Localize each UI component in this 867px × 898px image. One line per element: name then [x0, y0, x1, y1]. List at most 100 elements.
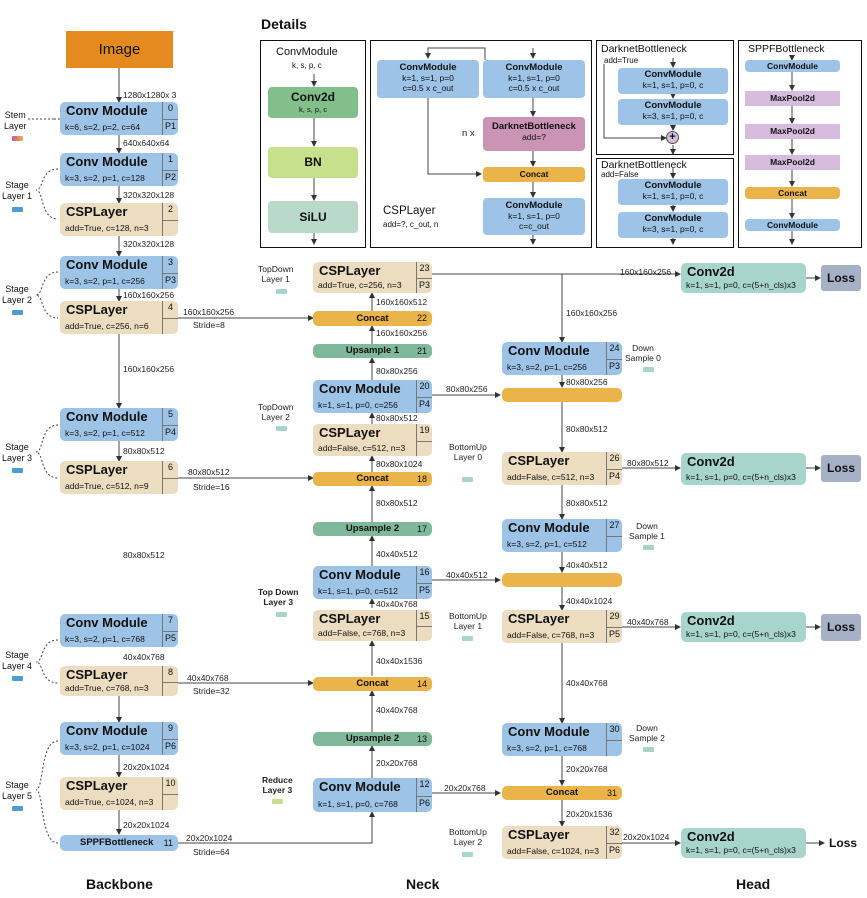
stage5-label: Stage Layer 5 [2, 780, 33, 801]
sppf-maxpool-1: MaxPool2d [745, 91, 840, 106]
csp-detail-name: CSPLayer [383, 205, 436, 217]
dim-n22-n23: 160x160x512 [376, 297, 428, 307]
dim-b7-b8: 40x40x768 [123, 652, 165, 662]
stem-chip-icon [12, 136, 23, 141]
sppf-maxpool-3: MaxPool2d [745, 155, 840, 170]
conv2d-block: Conv2d k, s, p, c [268, 87, 358, 118]
convmodule-detail-title: ConvModule [276, 46, 338, 58]
downsample1-chip-icon [643, 545, 654, 550]
darknet-true-panel [596, 40, 734, 155]
dim-n12-n13: 20x20x768 [376, 758, 418, 768]
csp-detail-name-params: add=?, c_out, n [383, 220, 439, 229]
dim-b4-out: 160x160x256 [183, 307, 235, 317]
topdown1-chip-icon [276, 289, 287, 294]
topdown2-chip-icon [276, 426, 287, 431]
bottomup2-label: BottomUp Layer 2 [449, 827, 487, 847]
dim-n16-n28: 40x40x512 [446, 570, 488, 580]
reduce3-chip-icon [272, 799, 283, 804]
dim-n20-n21: 80x80x256 [376, 366, 418, 376]
neck-title: Neck [406, 876, 440, 892]
darknet-true-add: add=True [604, 56, 639, 65]
dim-b2-b3: 320x320x128 [123, 239, 175, 249]
topdown3-chip-icon [276, 612, 287, 617]
topdown3-label: Top Down Layer 3 [258, 587, 299, 607]
dim-b8-out: 40x40x768 [187, 673, 229, 683]
dim-b5-b6: 80x80x512 [123, 446, 165, 456]
dim-b6-b7: 80x80x512 [123, 550, 165, 560]
bn-block: BN [268, 147, 358, 178]
dim-b9-b10: 20x20x1024 [123, 762, 170, 772]
topdown1-label: TopDown Layer 1 [258, 264, 294, 284]
dim-n29-head: 40x40x768 [627, 617, 669, 627]
stage1-label: Stage Layer 1 [2, 180, 33, 201]
darknet-true-title: DarknetBottleneck [601, 43, 687, 55]
sppf-maxpool-2: MaxPool2d [745, 124, 840, 139]
csplayer-detail-panel [370, 40, 592, 248]
dim-n16-n17: 40x40x512 [376, 549, 418, 559]
stage2-chip-icon [12, 310, 23, 315]
dim-n20-n25: 80x80x256 [446, 384, 488, 394]
dim-n26-n27: 80x80x512 [566, 498, 608, 508]
csp-detail-concat: Concat [483, 167, 585, 182]
dim-n27-n28: 40x40x512 [566, 560, 608, 570]
dim-n17-n18: 80x80x512 [376, 498, 418, 508]
downsample0-label: Down Sample 0 [625, 343, 661, 363]
sppf-concat: Concat [745, 187, 840, 199]
reduce3-label: Reduce Layer 3 [262, 775, 293, 795]
bottomup1-chip-icon [462, 636, 473, 641]
dim-b10-b11: 20x20x1024 [123, 820, 170, 830]
stage4-chip-icon [12, 676, 23, 681]
dim-n32-head: 20x20x1024 [623, 832, 670, 842]
details-title: Details [261, 16, 307, 32]
dim-b4-b5: 160x160x256 [123, 364, 175, 374]
sppf-convmodule-out: ConvModule [745, 219, 840, 231]
bottomup1-label: BottomUp Layer 1 [449, 611, 487, 631]
dim-image: 1280x1280x 3 [123, 90, 177, 100]
loss-4: Loss [828, 836, 857, 850]
neck-concat-28 [502, 573, 622, 587]
dim-n29-n30: 40x40x768 [566, 678, 608, 688]
loss-3: Loss [821, 614, 861, 641]
stem-layer-label: Stem Layer [4, 110, 27, 131]
dim-n23-n24: 160x160x256 [566, 308, 618, 318]
dim-n28-n29: 40x40x1024 [566, 596, 613, 606]
dim-b1-b2: 320x320x128 [123, 190, 175, 200]
head-title: Head [736, 876, 771, 892]
dim-n13-n14: 40x40x768 [376, 705, 418, 715]
loss-1: Loss [821, 265, 861, 291]
stride-64: Stride=64 [193, 847, 230, 857]
dim-n14-n15: 40x40x1536 [376, 656, 423, 666]
sppf-detail-title: SPPFBottleneck [748, 43, 825, 55]
dim-b0-b1: 640x640x64 [123, 138, 170, 148]
